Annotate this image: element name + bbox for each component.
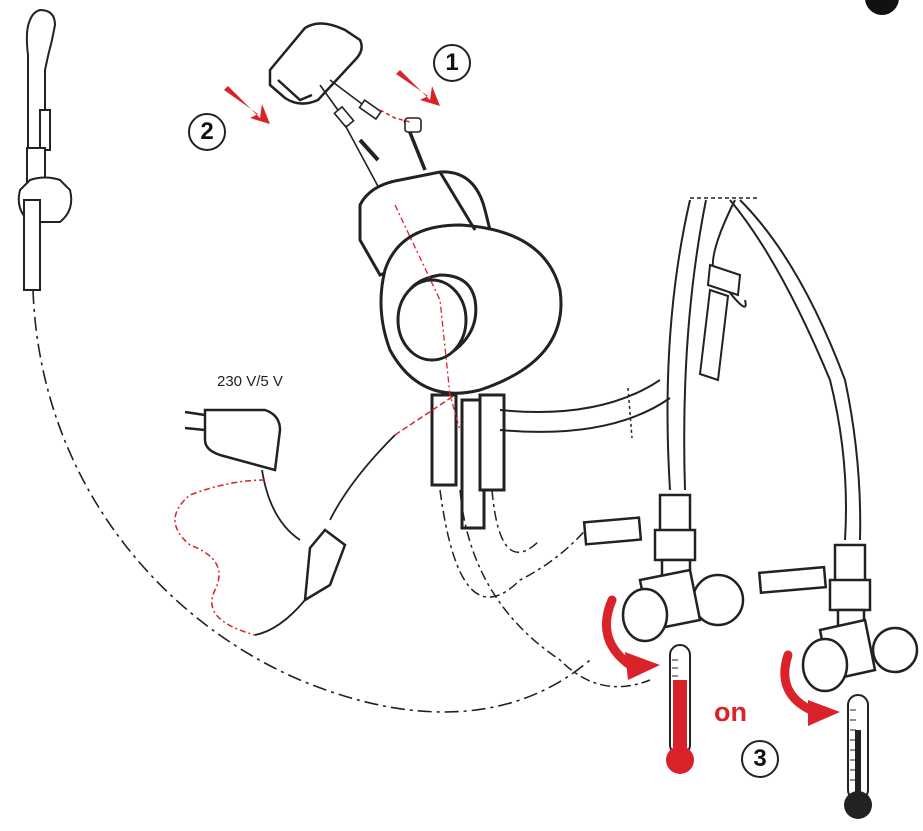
connection-line-red	[379, 109, 411, 123]
adapter-link-red	[394, 394, 456, 436]
power-supply-label: 230 V/5 V	[217, 373, 283, 390]
mixer-valve-icon	[358, 170, 563, 530]
step-marker-2: 2	[188, 113, 226, 151]
supply-hoses	[499, 199, 862, 541]
power-adapter-icon	[184, 408, 396, 636]
control-module-icon	[268, 22, 363, 105]
connector-plugs	[319, 79, 427, 191]
shower-hose	[32, 289, 591, 713]
thermometer-icon	[666, 644, 694, 774]
hose-break-mid	[627, 387, 633, 439]
mixer-center-line	[394, 204, 461, 431]
on-label: on	[714, 697, 747, 727]
step-marker-1: 1	[433, 44, 471, 82]
angle-valve-icon	[757, 543, 919, 693]
angle-valve-icon	[582, 493, 745, 643]
step-marker-3: 3	[741, 740, 779, 778]
arrow-icon	[224, 70, 440, 124]
adapter-cable-red	[174, 479, 266, 636]
thermometer-icon	[844, 694, 872, 819]
hand-shower-icon	[17, 8, 73, 291]
arrow-icon	[625, 652, 840, 726]
corner-bullet-icon	[865, 0, 899, 15]
dashed-pipes	[439, 489, 651, 688]
